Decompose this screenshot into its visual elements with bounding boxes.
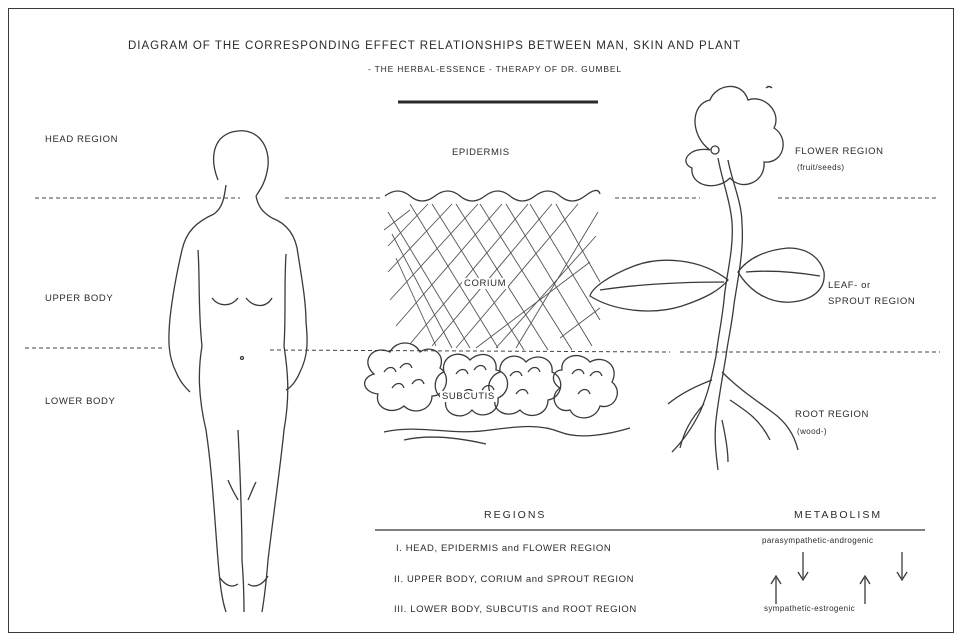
table-row: III. LOWER BODY, SUBCUTIS and ROOT REGIO…	[394, 604, 637, 615]
diagram-subtitle: - THE HERBAL-ESSENCE - THERAPY OF DR. GU…	[368, 64, 622, 74]
table-row: II. UPPER BODY, CORIUM and SPROUT REGION	[394, 574, 634, 585]
metabolism-arrows	[771, 552, 907, 604]
label-subcutis: SUBCUTIS	[440, 391, 497, 402]
arrow-up-1	[771, 576, 781, 604]
epidermis-surface	[385, 190, 600, 201]
table-header-metabolism: METABOLISM	[794, 509, 882, 521]
subcutis-fat-lobules	[365, 343, 630, 444]
stem-inner	[726, 160, 742, 356]
flower-center	[711, 146, 719, 154]
label-flower-region: FLOWER REGION	[795, 146, 884, 157]
label-root-region: ROOT REGION	[795, 409, 869, 420]
plant-figure	[590, 86, 824, 470]
label-corium: CORIUM	[462, 278, 508, 289]
skin-section	[365, 190, 630, 444]
label-flower-note: (fruit/seeds)	[797, 163, 844, 172]
arrow-down-1	[798, 552, 808, 580]
label-sprout-region: SPROUT REGION	[828, 296, 915, 307]
leaf-left	[590, 260, 728, 311]
label-upper-body: UPPER BODY	[45, 293, 113, 304]
roots	[672, 356, 716, 452]
region-separator-bottom	[25, 348, 940, 352]
table-row: I. HEAD, EPIDERMIS and FLOWER REGION	[396, 543, 611, 554]
metabolism-parasympathetic: parasympathetic-androgenic	[762, 536, 873, 545]
arrow-up-2	[860, 576, 870, 604]
table-header-regions: REGIONS	[484, 509, 546, 521]
label-epidermis: EPIDERMIS	[452, 147, 510, 158]
corium-fibers	[384, 204, 600, 350]
flower-petals	[686, 86, 783, 185]
arrow-down-2	[897, 552, 907, 580]
label-root-note: (wood-)	[797, 427, 827, 436]
metabolism-sympathetic: sympathetic-estrogenic	[764, 604, 855, 613]
label-head-region: HEAD REGION	[45, 134, 118, 145]
stem	[716, 158, 732, 356]
label-leaf: LEAF- or	[828, 280, 871, 291]
human-figure	[169, 131, 307, 612]
label-lower-body: LOWER BODY	[45, 396, 115, 407]
diagram-title: DIAGRAM OF THE CORRESPONDING EFFECT RELA…	[128, 40, 741, 52]
